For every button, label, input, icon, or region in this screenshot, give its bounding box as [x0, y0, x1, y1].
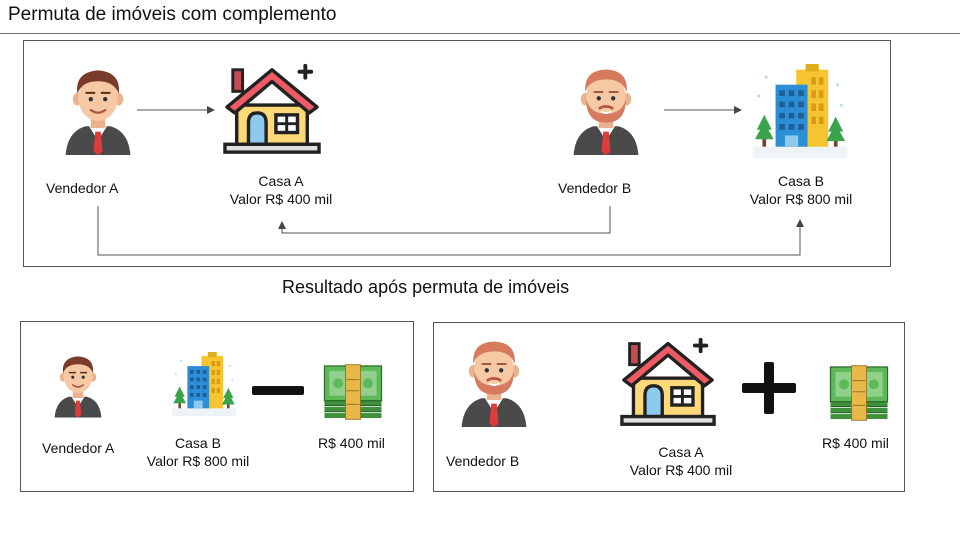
result-b-money-icon: [824, 362, 894, 424]
house-a-name: Casa A: [258, 173, 304, 189]
house-b-building-icon: [752, 64, 848, 158]
title-divider: [0, 33, 960, 34]
plus-icon: [742, 362, 796, 414]
result-a-seller-label: Vendedor A: [42, 440, 115, 456]
exchange-panel: [23, 40, 891, 267]
arrow-seller-a-to-house-b: [97, 206, 804, 256]
result-b-property-value: Valor R$ 400 mil: [629, 462, 733, 478]
result-a-property-value: Valor R$ 800 mil: [146, 453, 250, 469]
house-b-value: Valor R$ 800 mil: [749, 191, 853, 207]
house-a-icon: [222, 60, 322, 158]
result-a-building-icon: [172, 350, 236, 418]
seller-a-avatar-icon: [62, 62, 134, 158]
result-a-property-name: Casa B: [175, 435, 221, 451]
result-b-money-label: R$ 400 mil: [822, 435, 889, 451]
arrow-seller-b-to-house-a: [278, 206, 611, 234]
house-a-caption: Casa A Valor R$ 400 mil: [222, 172, 340, 208]
result-a-money-label: R$ 400 mil: [318, 435, 385, 451]
page-title: Permuta de imóveis com complemento: [8, 4, 337, 25]
house-a-value: Valor R$ 400 mil: [229, 191, 333, 207]
result-b-seller-avatar-icon: [458, 334, 530, 430]
result-b-house-icon: [620, 334, 716, 430]
result-subtitle: Resultado após permuta de imóveis: [282, 277, 570, 297]
result-a-money-icon: [318, 361, 388, 423]
result-b-property-name: Casa A: [658, 444, 704, 460]
seller-b-avatar-icon: [570, 62, 642, 158]
result-a-property-caption: Casa B Valor R$ 800 mil: [140, 434, 256, 470]
result-b-property-caption: Casa A Valor R$ 400 mil: [622, 443, 740, 479]
seller-b-label: Vendedor B: [558, 180, 632, 196]
result-b-seller-label: Vendedor B: [446, 453, 520, 469]
minus-icon: [252, 386, 304, 395]
result-a-seller-avatar-icon: [52, 350, 104, 420]
seller-a-label: Vendedor A: [46, 180, 119, 196]
house-b-caption: Casa B Valor R$ 800 mil: [740, 172, 862, 208]
house-b-name: Casa B: [778, 173, 824, 189]
